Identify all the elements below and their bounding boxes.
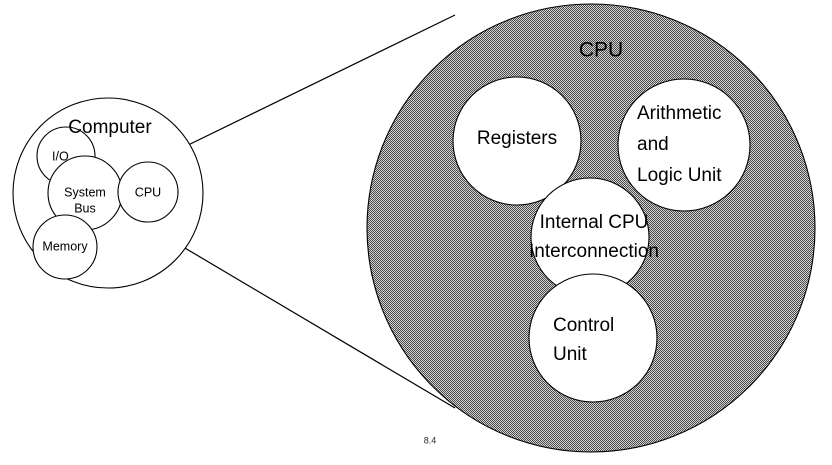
- control-unit-label-line2: Unit: [553, 344, 588, 365]
- page-number-label: 8.4: [424, 435, 437, 445]
- alu-label-line2: and: [637, 134, 669, 155]
- internal-interconnection-label-line1: Internal CPU: [540, 212, 649, 233]
- cpu-outer-circle: [366, 3, 816, 453]
- control-unit-circle[interactable]: [528, 273, 658, 403]
- control-unit-label-line1: Control: [553, 315, 614, 336]
- registers-circle[interactable]: [452, 76, 582, 206]
- internal-interconnection-label-line2: Interconnection: [529, 241, 659, 262]
- alu-circle[interactable]: [617, 78, 751, 212]
- cpu-title: CPU: [579, 39, 623, 62]
- alu-label-line3: Logic Unit: [637, 165, 722, 186]
- registers-label: Registers: [477, 128, 557, 149]
- alu-label-line1: Arithmetic: [637, 103, 721, 124]
